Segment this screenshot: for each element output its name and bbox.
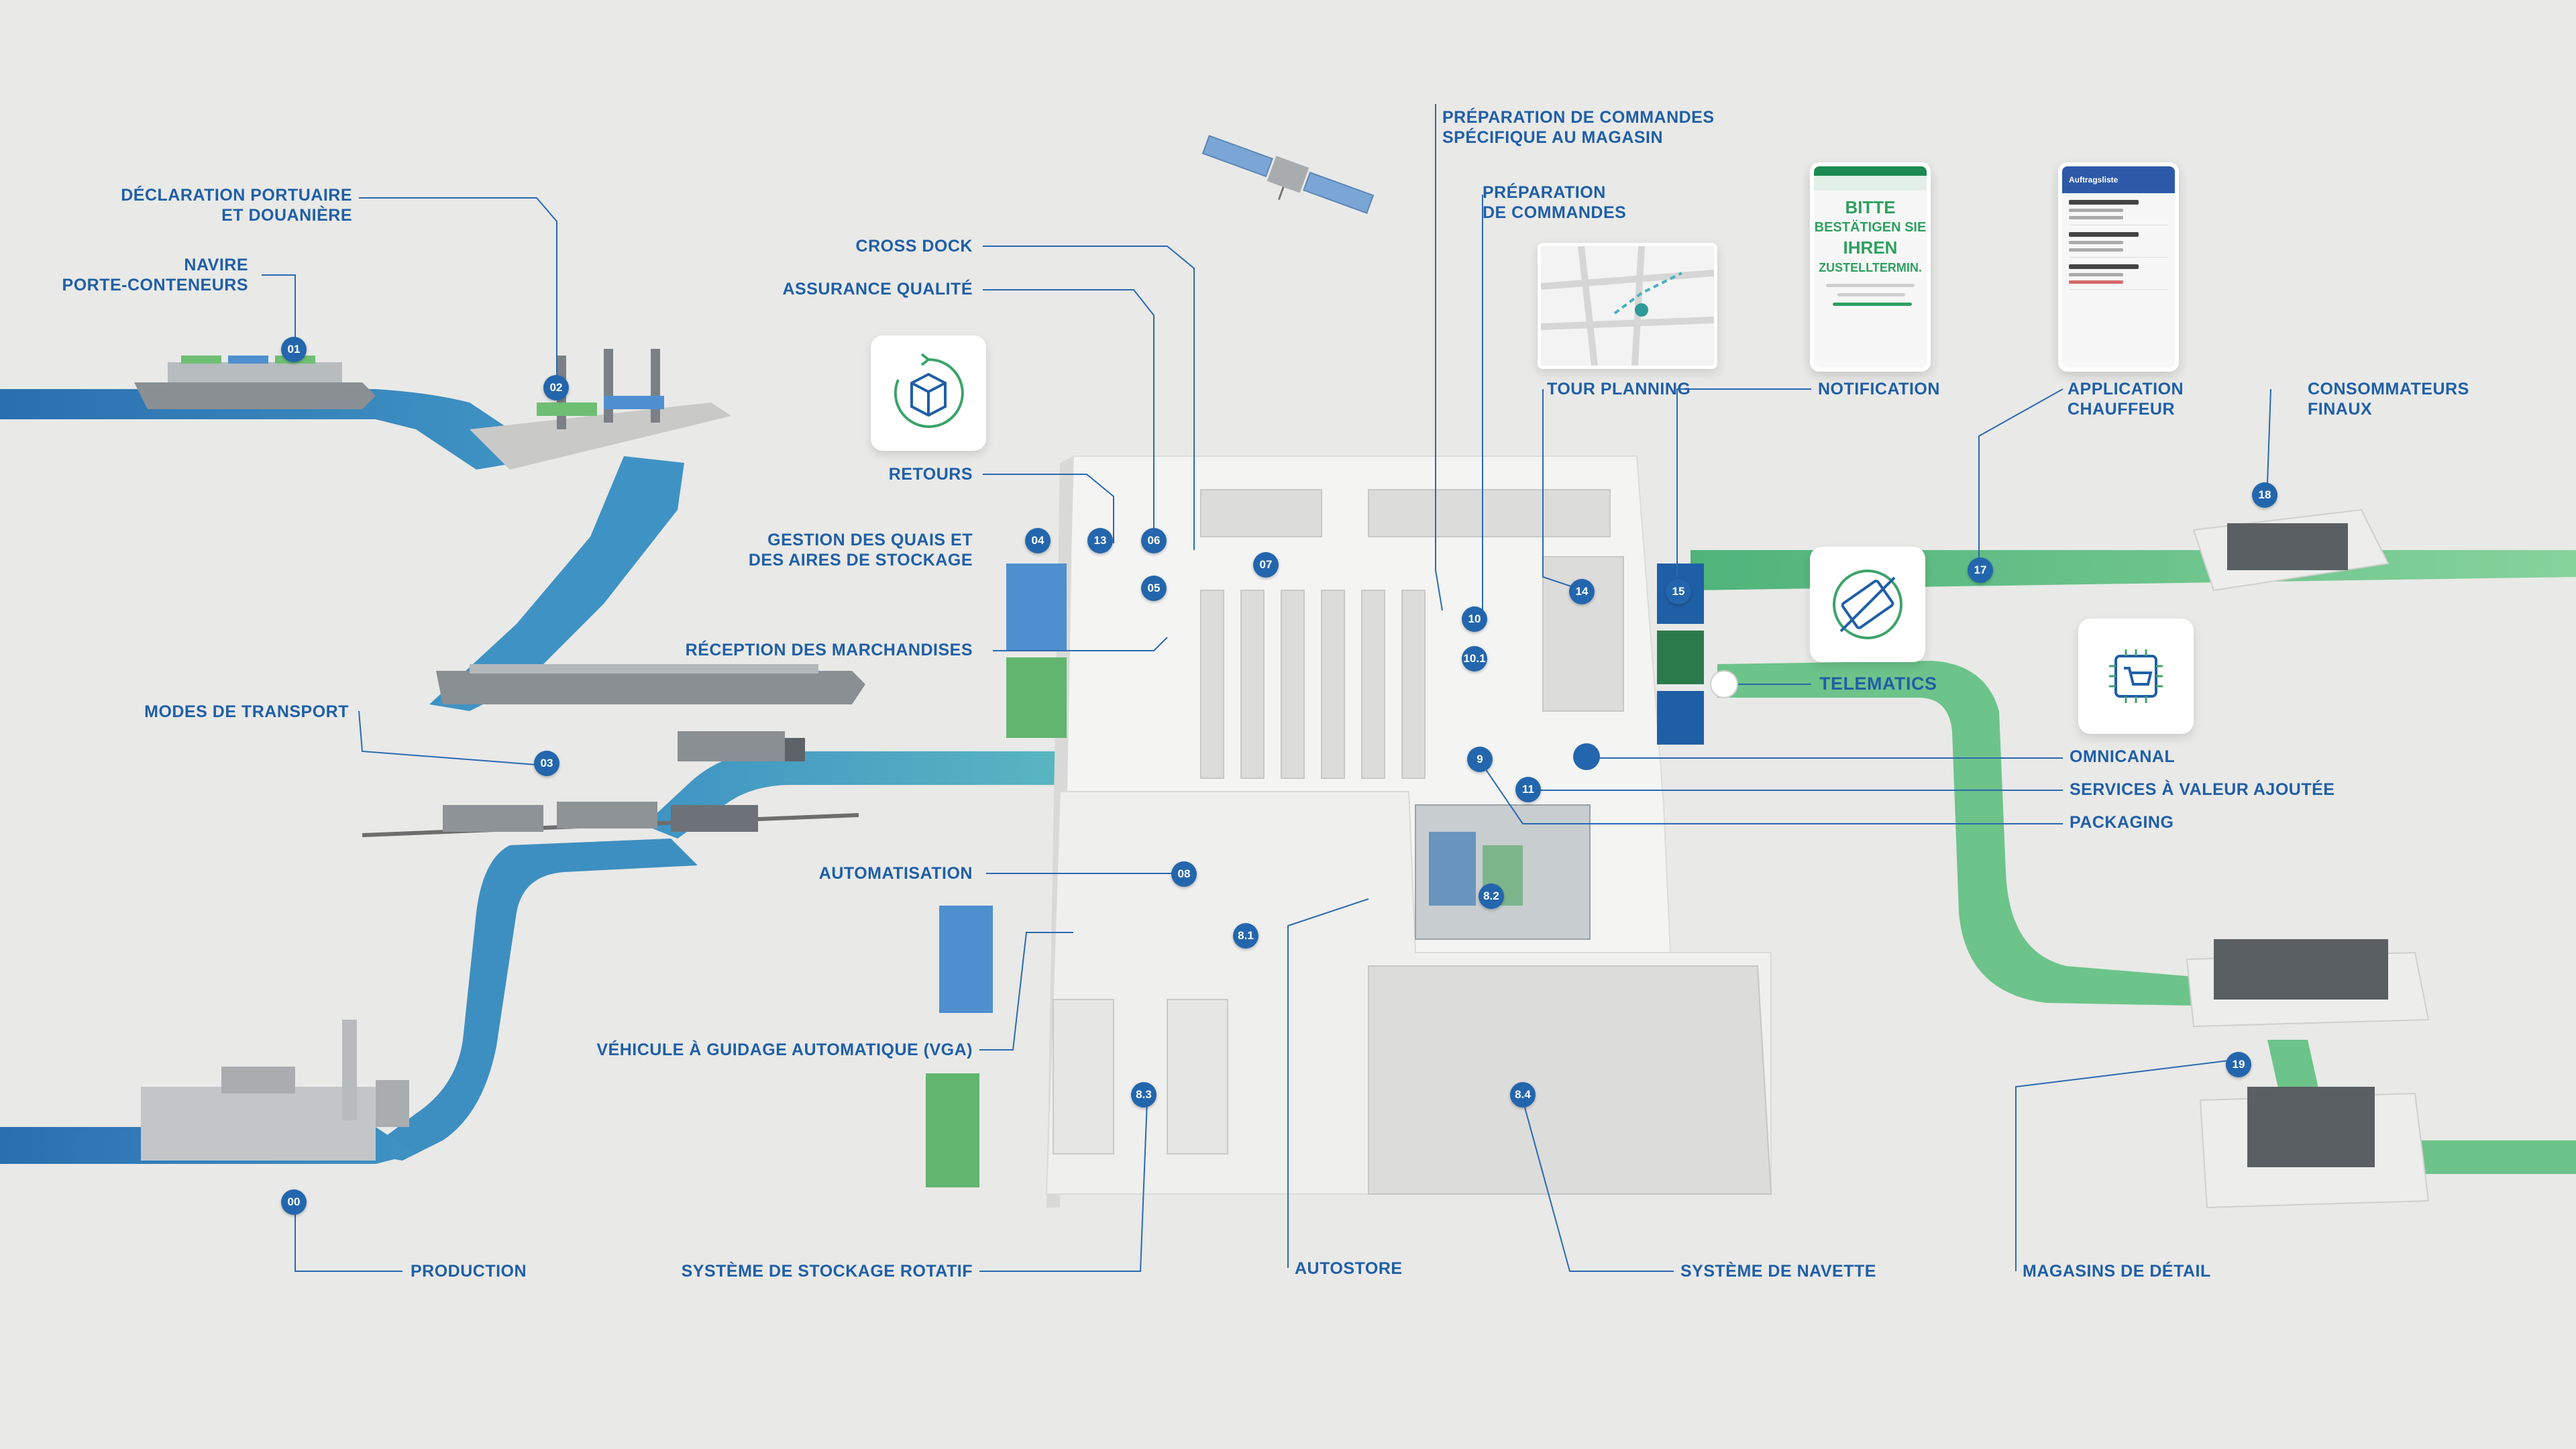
label-app-chauffeur: APPLICATION CHAUFFEUR	[2068, 380, 2184, 419]
satellite-truck-icon	[1833, 570, 1902, 639]
label-assurance: ASSURANCE QUALITÉ	[782, 280, 973, 299]
badge-8-4: 8.4	[1510, 1082, 1536, 1108]
label-telematics: TELEMATICS	[1819, 674, 1937, 694]
retours-card	[871, 335, 986, 451]
badge-05: 05	[1141, 576, 1167, 601]
notification-phone: BITTE BESTÄTIGEN SIE IHREN ZUSTELLTERMIN…	[1810, 162, 1931, 372]
label-magasins: MAGASINS DE DÉTAIL	[2023, 1262, 2211, 1281]
omnicanal-dot	[1573, 743, 1600, 770]
driver-app-phone: Auftragsliste	[2058, 162, 2179, 372]
river-descent	[429, 456, 684, 711]
train	[362, 802, 859, 837]
label-modes-transport: MODES DE TRANSPORT	[144, 702, 349, 721]
map-pin-icon	[1541, 246, 1714, 366]
autostore-grid	[1415, 804, 1591, 940]
label-cross-dock: CROSS DOCK	[855, 237, 973, 256]
label-prep-commandes: PRÉPARATION DE COMMANDES	[1483, 183, 1627, 222]
label-vga: VÉHICULE À GUIDAGE AUTOMATIQUE (VGA)	[596, 1040, 973, 1059]
badge-13: 13	[1087, 528, 1113, 553]
retail-store-1	[2186, 939, 2430, 1028]
telematics-dot	[1710, 670, 1738, 698]
badge-10: 10	[1462, 606, 1487, 632]
telematics-card	[1810, 547, 1925, 662]
label-production: PRODUCTION	[411, 1262, 527, 1281]
label-navette: SYSTÈME DE NAVETTE	[1680, 1262, 1876, 1281]
badge-02: 02	[543, 375, 569, 400]
label-automatisation: AUTOMATISATION	[818, 864, 973, 883]
phone-headline-1: BITTE	[1845, 197, 1896, 217]
tour-planning-map	[1538, 243, 1717, 369]
label-stockage-rotatif: SYSTÈME DE STOCKAGE ROTATIF	[681, 1262, 973, 1281]
dock-trailers-right	[1657, 564, 1704, 745]
badge-00: 00	[281, 1189, 307, 1215]
rotary-towers	[1053, 999, 1228, 1155]
rack-rows	[1200, 489, 1624, 779]
phone-headline-2: BESTÄTIGEN SIE	[1814, 220, 1927, 235]
label-consommateurs: CONSOMMATEURS FINAUX	[2308, 380, 2469, 419]
label-declaration: DÉCLARATION PORTUAIRE ET DOUANIÈRE	[121, 186, 352, 225]
badge-11: 11	[1515, 777, 1541, 802]
badge-8-2: 8.2	[1479, 883, 1504, 909]
dock-trailers-left	[926, 564, 1067, 1187]
consumer-house	[2192, 508, 2390, 592]
label-reception: RÉCEPTION DES MARCHANDISES	[685, 641, 973, 659]
label-services-valeur: SERVICES À VALEUR AJOUTÉE	[2070, 780, 2335, 799]
label-autostore: AUTOSTORE	[1295, 1259, 1403, 1278]
driver-app-header: Auftragsliste	[2062, 166, 2175, 193]
container-ship	[134, 356, 376, 409]
phone-headline-4: ZUSTELLTERMIN.	[1819, 261, 1922, 274]
shuttle-block	[1368, 965, 1772, 1195]
river-lower	[362, 839, 698, 1161]
port-cranes	[470, 349, 731, 470]
omnicanal-card	[2078, 619, 2194, 734]
label-notification: NOTIFICATION	[1818, 380, 1940, 398]
badge-19: 19	[2226, 1052, 2251, 1077]
label-packaging: PACKAGING	[2070, 813, 2174, 832]
teal-canal	[644, 751, 1073, 839]
label-omnicanal: OMNICANAL	[2070, 747, 2176, 766]
green-road-lower	[1717, 661, 2227, 1006]
badge-14: 14	[1569, 579, 1595, 604]
badge-07: 07	[1253, 552, 1279, 578]
badge-18: 18	[2252, 482, 2277, 508]
label-gestion-quais: GESTION DES QUAIS ET DES AIRES DE STOCKA…	[748, 531, 973, 570]
green-road-store	[2267, 1040, 2321, 1100]
label-navire: NAVIRE PORTE-CONTENEURS	[62, 256, 248, 294]
badge-15: 15	[1666, 579, 1691, 604]
shopping-cart-chip-icon	[2109, 649, 2163, 703]
badge-06: 06	[1141, 528, 1167, 553]
label-tour-planning: TOUR PLANNING	[1547, 380, 1691, 398]
badge-8-1: 8.1	[1233, 923, 1258, 949]
badge-10-1: 10.1	[1462, 646, 1487, 672]
badge-08: 08	[1171, 861, 1197, 887]
truck	[678, 731, 805, 761]
label-retours: RETOURS	[888, 465, 973, 484]
phone-headline-3: IHREN	[1843, 237, 1898, 258]
label-prep-magasin: PRÉPARATION DE COMMANDES SPÉCIFIQUE AU M…	[1442, 108, 1715, 147]
badge-01: 01	[281, 337, 307, 362]
green-road-end	[2381, 1140, 2576, 1174]
return-box-icon	[894, 353, 964, 428]
badge-8-3: 8.3	[1131, 1082, 1157, 1108]
factory	[141, 1020, 409, 1161]
badge-03: 03	[534, 751, 559, 776]
satellite	[1201, 135, 1375, 214]
badge-9: 9	[1467, 747, 1493, 772]
badge-04: 04	[1025, 528, 1051, 553]
badge-17: 17	[1968, 557, 1993, 583]
river-top	[0, 389, 517, 470]
barge	[436, 664, 865, 704]
retail-store-2	[2199, 1087, 2430, 1209]
leader-lines	[262, 104, 2271, 1272]
